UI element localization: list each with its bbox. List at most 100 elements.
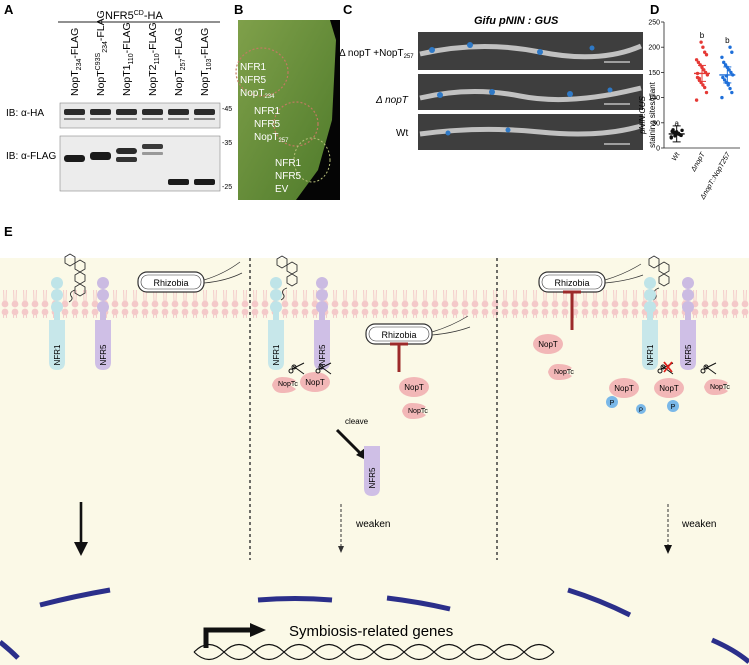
scissors-icon-3	[700, 362, 717, 375]
plasma-membrane	[0, 290, 749, 318]
nucleus-arc-3	[567, 587, 632, 618]
panel-b-letter: B	[234, 2, 243, 17]
svg-text:P: P	[639, 408, 643, 414]
nopt-2a: NopT	[300, 372, 330, 392]
nopt-phospho-2: NopT P	[654, 378, 684, 412]
nod-factor-2	[276, 255, 298, 301]
svg-text:NFR1: NFR1	[272, 344, 281, 365]
data-point	[728, 45, 732, 49]
svg-text:NFR5: NFR5	[254, 119, 281, 130]
lane-label: NopT103-FLAG	[199, 28, 213, 96]
data-point	[730, 90, 734, 95]
data-point	[704, 90, 709, 95]
data-point	[703, 50, 707, 54]
data-point	[669, 136, 673, 140]
svg-text:NopT: NopT	[404, 383, 424, 392]
scene-2: NFR1 NFR5 Rhizobia NopTc	[257, 255, 471, 612]
svg-text:NFR5: NFR5	[684, 344, 693, 365]
scene-3: Rhizobia NFR1	[533, 255, 749, 664]
svg-text:NFR1: NFR1	[240, 62, 267, 73]
chart-marks: abb	[668, 31, 736, 143]
panel-b: B NFR1 NFR5 NopT234 NFR1 NFR5 NopT257 NF…	[234, 2, 340, 200]
root-label-2: Δ nopT	[375, 95, 409, 106]
data-point	[704, 53, 709, 57]
gene-promoter-arrow	[203, 623, 266, 648]
panel-c-letter: C	[343, 2, 353, 17]
weaken-arrow-3	[664, 504, 672, 554]
data-point	[699, 40, 703, 44]
y-tick-label: 150	[648, 70, 660, 77]
svg-text:P: P	[610, 400, 615, 407]
data-point	[696, 60, 701, 65]
svg-text:NFR5: NFR5	[240, 75, 267, 86]
panel-c-title: Gifu pNIN : GUS	[474, 15, 559, 27]
data-point	[702, 68, 706, 72]
svg-text:NFR1: NFR1	[275, 158, 302, 169]
marker-35: -35	[222, 140, 232, 147]
nfr5-receptor-2: NFR5	[314, 277, 330, 370]
svg-text:NFR5: NFR5	[99, 344, 108, 365]
nopt-3a: NopT	[533, 334, 563, 354]
data-point	[703, 85, 707, 90]
panel-c: C Gifu pNIN : GUS Δ nopT +NopT257 Δ nopT…	[339, 2, 643, 150]
scene-1: NFR1 NFR5 Rhizobia	[0, 253, 243, 660]
data-point	[721, 75, 725, 80]
blot-label-ha: IB: α-HA	[6, 108, 44, 119]
svg-text:NFR1: NFR1	[646, 344, 655, 365]
y-tick-label: 50	[652, 120, 660, 127]
svg-text:NopT: NopT	[305, 378, 325, 387]
data-point	[701, 45, 705, 49]
panel-a-header: NFR5CD-HA	[105, 10, 163, 22]
panel-e: E NFR1 NFR5	[0, 224, 749, 665]
nopt-cleaved-3: NopTc	[548, 364, 574, 380]
nopt-cleaved-2b: NopTc	[402, 403, 428, 419]
chart-ylabel-2: staining sites/plant	[648, 81, 657, 148]
dna-helix	[193, 643, 555, 661]
symbiosis-genes-label: Symbiosis-related genes	[289, 623, 453, 640]
svg-text:EV: EV	[275, 184, 289, 195]
nopt-cleaved-3b: NopTc	[704, 379, 730, 395]
scissors-blocked-icon	[657, 361, 674, 375]
nfr5-receptor-3: NFR5	[680, 277, 696, 370]
nopt-2b: NopT	[399, 377, 429, 397]
data-point	[697, 76, 701, 81]
svg-text:Rhizobia: Rhizobia	[153, 278, 188, 288]
panel-a-letter: A	[4, 2, 14, 17]
lane-label: NopT257-FLAG	[173, 28, 187, 96]
marker-25: -25	[222, 184, 232, 191]
chart-ylabel-1: pNIN:GUS	[638, 95, 647, 134]
lane-labels: NopT234-FLAGNopTC93S234-FLAGNopT1110-FLA…	[69, 10, 213, 96]
rhizobia-1: Rhizobia	[137, 261, 243, 293]
x-tick-label: ΔnopT	[690, 151, 707, 174]
panel-e-letter: E	[4, 224, 13, 239]
data-point	[673, 134, 677, 138]
svg-text:Rhizobia: Rhizobia	[554, 278, 589, 288]
data-point	[728, 86, 732, 91]
svg-text:NFR5: NFR5	[318, 344, 327, 365]
blot-label-flag: IB: α-FLAG	[6, 151, 56, 162]
significance-letter: b	[700, 31, 705, 40]
weaken-label-3: weaken	[681, 519, 716, 530]
svg-text:NopTc: NopTc	[554, 369, 574, 376]
cleave-label: cleave	[345, 417, 369, 426]
y-tick-label: 0	[656, 146, 660, 153]
ha-blot	[59, 102, 221, 129]
panel-d: D pNIN:GUS staining sites/plant 05010015…	[638, 2, 740, 202]
nfr1-receptor-3: NFR1	[642, 277, 658, 370]
data-point	[722, 78, 727, 82]
nod-factor-1	[64, 253, 86, 303]
lane-label: NopT2110-FLAG	[147, 22, 161, 96]
rhizobia-2: Rhizobia	[365, 315, 471, 345]
data-point	[701, 83, 705, 87]
ha-bands	[64, 109, 215, 120]
weaken-label-2: weaken	[355, 519, 390, 530]
nfr1-receptor-1: NFR1	[49, 277, 65, 370]
svg-text:NopT: NopT	[614, 384, 634, 393]
data-point	[727, 68, 731, 72]
y-tick-label: 100	[648, 95, 660, 102]
svg-text:NopT: NopT	[659, 384, 679, 393]
root-label-1: Δ nopT +NopT257	[339, 48, 414, 60]
data-point	[730, 50, 734, 54]
root-label-3: Wt	[396, 128, 408, 139]
